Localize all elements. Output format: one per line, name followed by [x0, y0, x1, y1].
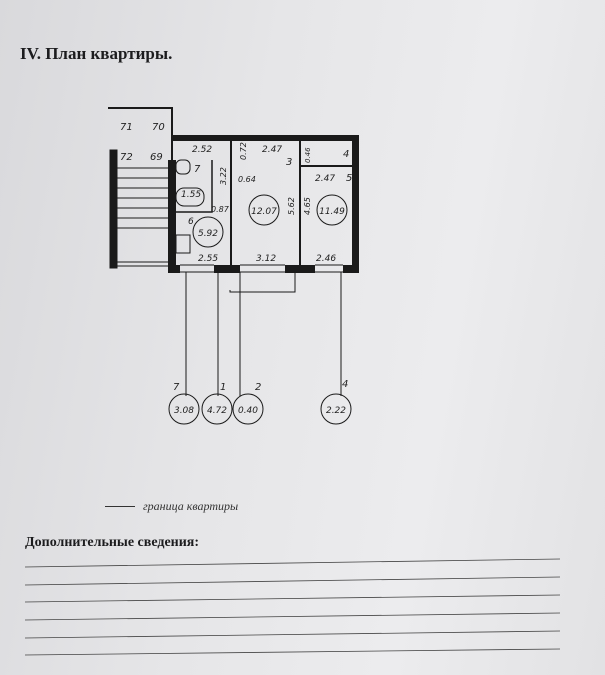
- room-number: 4: [343, 149, 349, 160]
- callout-room: 7: [173, 382, 180, 393]
- stair-label: 72: [120, 152, 133, 163]
- section-title: IV. План квартиры.: [20, 44, 173, 63]
- apartment-boundary-line: [105, 506, 135, 507]
- stair-label: 69: [150, 152, 163, 163]
- legend-label: граница квартиры: [143, 499, 239, 513]
- stair-label: 70: [152, 122, 165, 133]
- room-number: 7: [194, 164, 201, 175]
- dimension: 3.22: [219, 167, 228, 185]
- callout-room: 4: [342, 379, 348, 390]
- legend: граница квартиры: [105, 499, 238, 514]
- callout-room: 1: [220, 382, 226, 393]
- writing-lines: [24, 558, 561, 656]
- dimension: 2.47: [315, 174, 335, 184]
- room-area: 11.49: [319, 207, 345, 217]
- dimension: 4.65: [303, 197, 312, 215]
- dimension: 2.52: [192, 145, 212, 155]
- dimension: 0.87: [211, 205, 230, 214]
- dimension: 2.47: [262, 145, 282, 155]
- additional-info-label: Дополнительные сведения:: [25, 535, 200, 550]
- dimension: 1.55: [181, 190, 201, 200]
- room-area: 5.92: [198, 229, 218, 239]
- callout-room: 2: [255, 382, 261, 393]
- callout-area: 4.72: [207, 406, 227, 416]
- dimension: 0.64: [238, 175, 256, 184]
- dimension: 3.12: [256, 254, 276, 264]
- callout-area: 3.08: [174, 406, 194, 416]
- dimension: 2.55: [198, 254, 218, 264]
- dimension: 0.72: [239, 142, 248, 160]
- dimension: 5.62: [287, 197, 296, 215]
- callout-area: 0.40: [238, 406, 258, 416]
- room-number: 3: [286, 157, 292, 168]
- dimension: 0.46: [304, 147, 312, 163]
- room-number: 5: [346, 173, 352, 184]
- callout-area: 2.22: [326, 406, 346, 416]
- dimension: 2.46: [316, 254, 336, 264]
- room-number: 6: [188, 217, 194, 227]
- room-area: 12.07: [251, 207, 277, 217]
- stair-label: 71: [120, 122, 133, 133]
